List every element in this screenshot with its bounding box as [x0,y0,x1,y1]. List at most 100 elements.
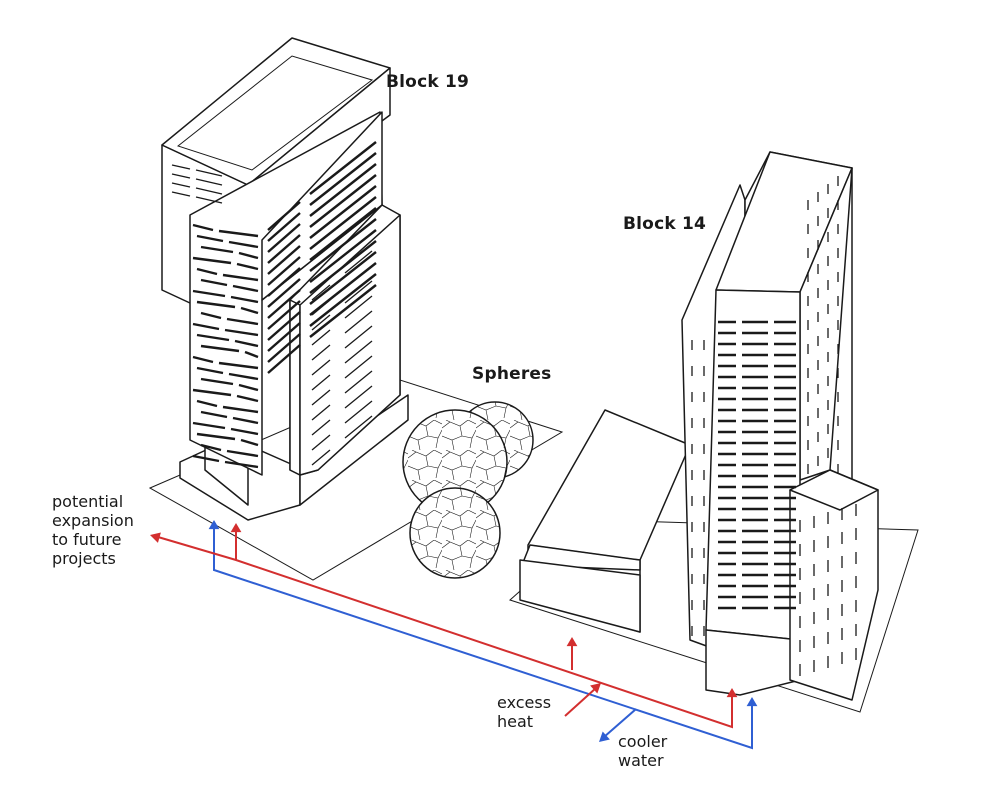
window-stripe [196,399,218,408]
window-stripe [218,229,259,238]
window-stripe [309,273,377,327]
spheres-structure [402,401,534,579]
window-stripe [267,212,301,242]
window-stripe [311,284,331,301]
window-stripe [311,404,331,421]
window-stripe [267,234,301,264]
window-stripe [192,454,220,463]
window-stripe [244,350,259,359]
window-stripe [232,284,259,293]
window-stripe [192,289,226,298]
window-stripe [309,196,377,250]
window-stripe [200,311,222,320]
window-stripe [344,355,373,379]
window-stripe [309,284,377,338]
window-stripe [171,173,191,179]
window-stripe [192,421,226,430]
window-stripe [309,240,377,294]
window-stripe [344,295,373,319]
window-stripe [344,400,373,424]
window-stripe [311,299,331,316]
window-stripe [344,310,373,334]
window-stripe [240,306,259,315]
window-stripe [309,141,377,195]
block-14-building [519,151,879,701]
hot-pipe-arrow [230,523,242,533]
window-stripe [309,229,377,283]
window-stripe [311,329,331,346]
window-stripe [344,325,373,349]
window-stripe [309,163,377,217]
window-stripe [200,278,228,287]
window-stripe [344,340,373,364]
window-stripe [344,265,373,289]
window-stripe [192,223,214,232]
cooler-water-label: cooler water [618,732,668,770]
window-stripe [344,250,373,274]
cold-pipe-line [213,528,753,750]
window-stripe [344,280,373,304]
window-stripe [222,273,259,282]
cold-water-pipe [208,520,758,750]
window-stripe [195,187,223,195]
window-stripe [224,460,259,469]
window-stripe [311,359,331,376]
expansion-label: potential expansion to future projects [52,492,134,568]
window-stripe [196,267,218,276]
window-stripe [224,328,259,337]
window-stripe [195,196,223,204]
window-stripe [200,443,222,452]
window-stripe [267,267,301,297]
window-stripe [344,370,373,394]
window-stripe [196,366,224,375]
window-stripe [267,256,301,286]
window-stripe [171,191,191,197]
spheres-label: Spheres [472,364,552,384]
window-stripe [236,262,259,271]
window-stripe [311,374,331,391]
window-stripe [267,300,301,330]
cold-pipe-arrow [208,520,220,530]
window-stripe [226,449,259,458]
window-stripe [200,245,234,254]
window-stripe [311,389,331,406]
window-stripe [171,164,191,170]
window-stripe [196,234,224,243]
window-stripe [311,419,331,436]
window-stripe [267,311,301,341]
hot-pipe-branch [564,687,597,717]
window-stripe [309,185,377,239]
window-stripe [267,223,301,253]
window-stripe [267,322,301,352]
window-stripe [195,169,223,177]
window-stripe [311,314,331,331]
block-14-label: Block 14 [623,214,707,234]
window-stripe [192,388,232,397]
window-stripe [232,416,259,425]
window-stripe [228,372,259,381]
window-stripe [192,322,220,331]
window-stripe [344,415,373,439]
window-stripe [236,394,259,403]
excess-heat-label: excess heat [497,693,552,731]
hot-pipe-arrow [566,637,578,647]
window-stripe [200,410,228,419]
window-stripe [267,278,301,308]
window-stripe [230,295,259,304]
window-stripe [309,218,377,272]
window-stripe [192,256,232,265]
window-stripe [267,344,301,374]
cold-pipe-arrow [746,697,758,707]
window-stripe [309,174,377,228]
hot-pipe-line [157,536,733,729]
window-stripe [226,317,259,326]
block-19-label: Block 19 [386,72,470,92]
hot-pipe-arrow [726,688,738,698]
cold-pipe-arrow [599,731,610,742]
window-stripe [344,385,373,409]
window-stripe [200,377,234,386]
hot-water-pipe [150,523,738,729]
window-stripe [238,383,259,392]
